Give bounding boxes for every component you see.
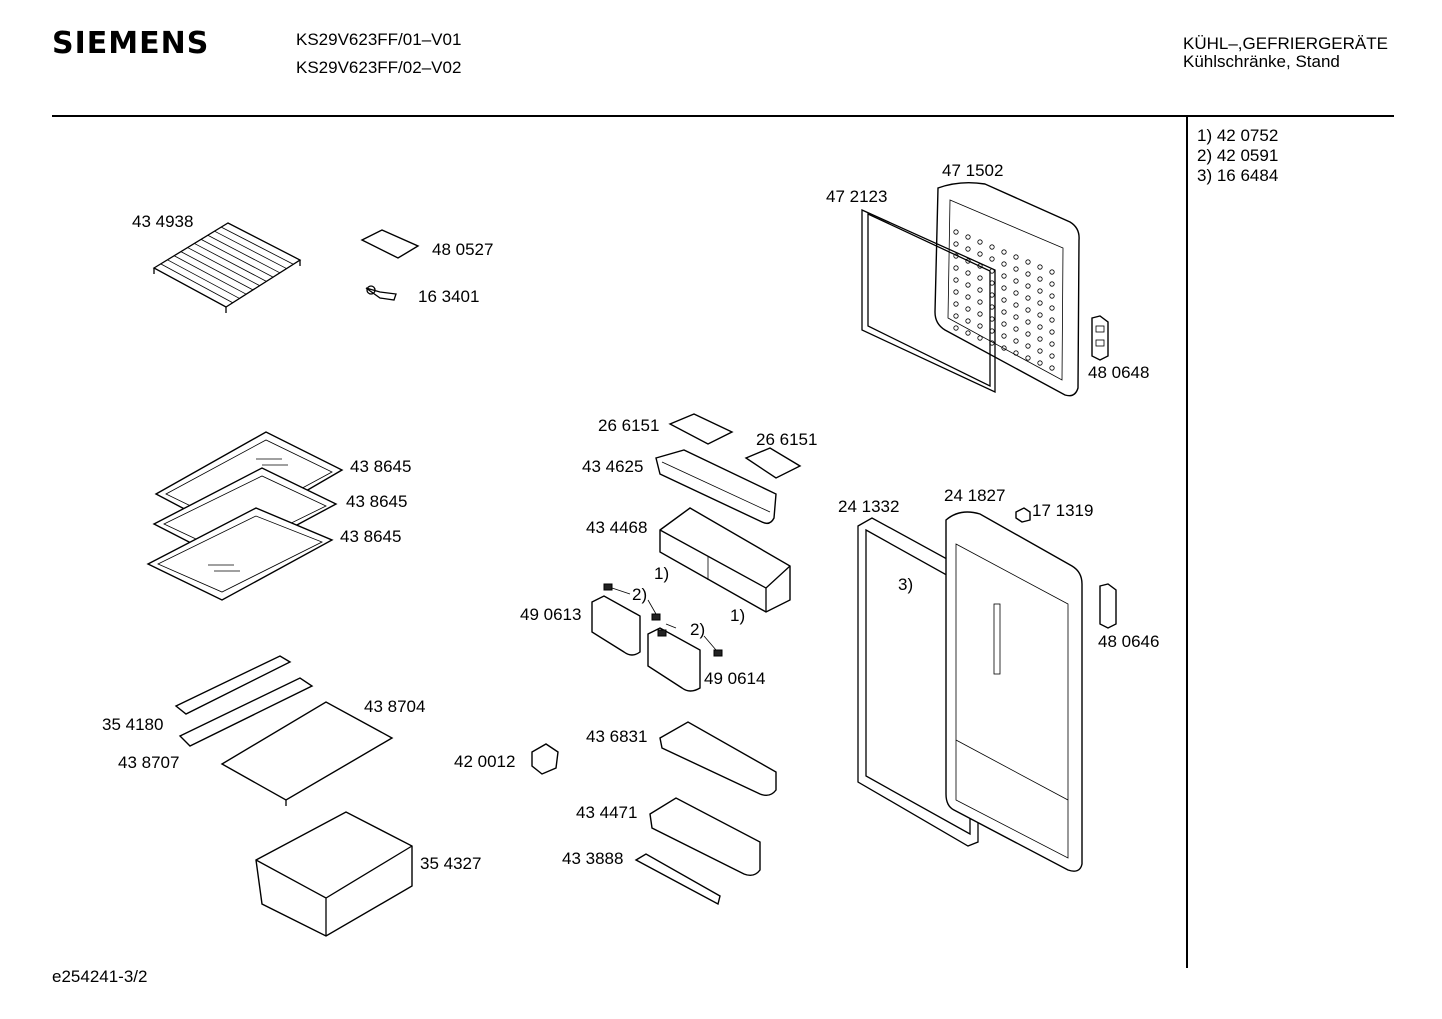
model-number-2: KS29V623FF/02–V02: [296, 58, 462, 77]
label-490613: 49 0613: [520, 605, 581, 624]
label-438645-middle: 43 8645: [346, 492, 407, 511]
label-438704: 43 8704: [364, 697, 425, 716]
freezer-door-panel-drawing: [934, 181, 1080, 397]
hinge-top-drawing: [1091, 315, 1109, 361]
crisper-cover-drawing: [174, 655, 394, 806]
fridge-door-drawing: [857, 511, 1083, 872]
brand-logo: SIEMENS: [52, 26, 210, 61]
label-354327: 35 4327: [420, 854, 481, 873]
label-434625: 43 4625: [582, 457, 643, 476]
label-ref-2-left: 2): [632, 585, 647, 604]
drawing-number: e254241-3/2: [52, 967, 148, 986]
label-438645-top: 43 8645: [350, 457, 411, 476]
crisper-drawer-drawing: [255, 811, 413, 937]
label-241332: 24 1332: [838, 497, 899, 516]
category-subtitle: Kühlschränke, Stand: [1183, 52, 1340, 71]
part-labels: 43 4938 48 0527 16 3401 47 2123 47 1502 …: [102, 161, 1159, 873]
label-434468: 43 4468: [586, 518, 647, 537]
label-436831: 43 6831: [586, 727, 647, 746]
label-ref-1-right: 1): [730, 606, 745, 625]
glass-shelves-drawing: [146, 431, 344, 601]
notes-divider: [1186, 116, 1188, 968]
label-480648: 48 0648: [1088, 363, 1149, 382]
label-ref-3: 3): [898, 575, 913, 594]
egg-tray-drawing: [668, 413, 802, 479]
label-163401: 16 3401: [418, 287, 479, 306]
freezer-gasket-drawing: [861, 208, 996, 394]
label-ref-2-right: 2): [690, 620, 705, 639]
label-434471: 43 4471: [576, 803, 637, 822]
label-420012: 42 0012: [454, 752, 515, 771]
label-490614: 49 0614: [704, 669, 765, 688]
label-241827: 24 1827: [944, 486, 1005, 505]
door-shelf-upper-drawing: [655, 449, 777, 525]
category-title: KÜHL–,GEFRIERGERÄTE: [1183, 34, 1388, 53]
hinge-bottom-drawing: [1099, 583, 1117, 629]
label-433888: 43 3888: [562, 849, 623, 868]
label-480527: 48 0527: [432, 240, 493, 259]
label-ref-1-left: 1): [654, 564, 669, 583]
footnote-1: 1) 42 0752: [1197, 126, 1279, 145]
label-438707: 43 8707: [118, 753, 179, 772]
label-266151-left: 26 6151: [598, 416, 659, 435]
footnote-2: 2) 42 0591: [1197, 146, 1279, 165]
door-flaps-drawing: [591, 583, 723, 692]
footnotes: 1) 42 0752 2) 42 0591 3) 16 6484: [1197, 126, 1278, 186]
ice-tray-drawing: [360, 229, 420, 259]
door-box-drawing: [659, 507, 791, 613]
label-480646: 48 0646: [1098, 632, 1159, 651]
model-number-1: KS29V623FF/01–V01: [296, 30, 462, 49]
door-stopper-drawing: [1015, 507, 1031, 523]
header-divider: [52, 115, 1394, 117]
label-171319: 17 1319: [1032, 501, 1093, 520]
label-266151-right: 26 6151: [756, 430, 817, 449]
label-471502: 47 1502: [942, 161, 1003, 180]
key-drawing: [365, 285, 397, 301]
label-434938: 43 4938: [132, 212, 193, 231]
footnote-3: 3) 16 6484: [1197, 166, 1279, 185]
label-438645-bottom: 43 8645: [340, 527, 401, 546]
small-container-drawing: [531, 743, 559, 775]
label-472123: 47 2123: [826, 187, 887, 206]
label-354180: 35 4180: [102, 715, 163, 734]
wire-shelf-drawing: [152, 222, 302, 313]
door-shelf-lower-drawing: [634, 721, 777, 906]
